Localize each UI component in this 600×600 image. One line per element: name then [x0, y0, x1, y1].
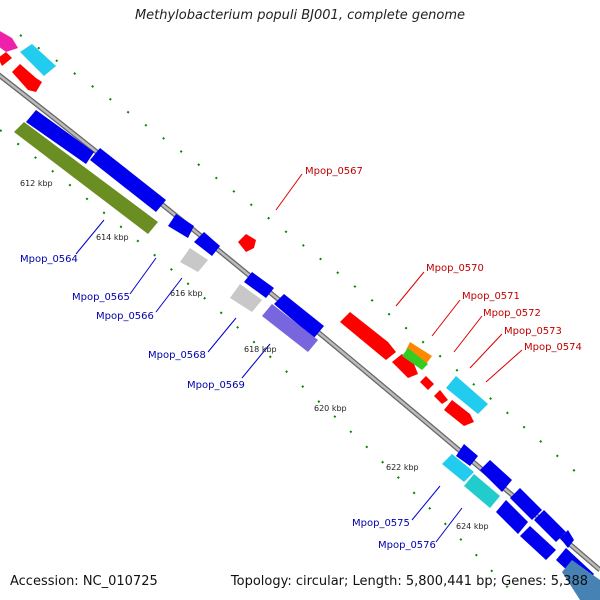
gene-mpop-0570[interactable]	[340, 312, 396, 360]
gene-mpop-0566[interactable]	[180, 248, 208, 272]
tick-622: 622 kbp	[386, 463, 419, 472]
gene-mpop-0568[interactable]	[230, 284, 262, 312]
tick-624: 624 kbp	[456, 522, 489, 531]
gene-steel[interactable]	[562, 560, 600, 600]
gene-blue-a[interactable]	[26, 110, 94, 164]
gene-green[interactable]	[402, 348, 428, 370]
gene-blue-h[interactable]	[510, 488, 542, 520]
gene-red-top-a	[0, 52, 12, 66]
gene-blue-d[interactable]	[244, 272, 274, 298]
tick-labels: 612 kbp 614 kbp 616 kbp 618 kbp 620 kbp …	[20, 179, 489, 531]
label-mpop-0566[interactable]: Mpop_0566	[96, 311, 154, 322]
gene-magenta	[0, 31, 18, 52]
gene-mpop-0565[interactable]	[194, 232, 220, 256]
gene-red-top-b	[12, 64, 42, 92]
label-mpop-0572[interactable]: Mpop_0572	[483, 308, 541, 319]
leader-lines-reverse	[75, 219, 463, 543]
tick-614: 614 kbp	[96, 233, 129, 242]
gene-blue-b[interactable]	[90, 148, 166, 212]
label-mpop-0565[interactable]: Mpop_0565	[72, 292, 130, 303]
label-mpop-0569[interactable]: Mpop_0569	[187, 380, 245, 391]
gene-blue-j[interactable]	[534, 510, 566, 542]
gene-blue-e[interactable]	[274, 294, 324, 338]
gene-mpop-0564[interactable]	[14, 122, 158, 234]
gene-mpop-0567[interactable]	[238, 234, 256, 252]
forward-genes	[0, 31, 488, 426]
accession-text: Accession: NC_010725	[10, 574, 158, 589]
label-mpop-0575[interactable]: Mpop_0575	[352, 518, 410, 529]
gene-mpop-0572[interactable]	[420, 376, 434, 390]
labels-reverse: Mpop_0564 Mpop_0565 Mpop_0566 Mpop_0568 …	[20, 254, 436, 551]
leader-lines-forward	[275, 173, 523, 383]
tick-620: 620 kbp	[314, 404, 347, 413]
gene-mpop-0574[interactable]	[446, 376, 488, 414]
gene-blue-i[interactable]	[496, 500, 528, 534]
tick-ring-outer	[19, 34, 586, 481]
map-title: Methylobacterium populi BJ001, complete …	[134, 8, 466, 23]
label-mpop-0570[interactable]: Mpop_0570	[426, 263, 484, 274]
gene-mpop-0569[interactable]	[262, 304, 318, 352]
gene-mpop-0573[interactable]	[434, 390, 448, 404]
gene-blue-k[interactable]	[520, 526, 556, 560]
tick-612: 612 kbp	[20, 179, 53, 188]
label-mpop-0568[interactable]: Mpop_0568	[148, 350, 206, 361]
label-mpop-0567[interactable]: Mpop_0567	[305, 166, 363, 177]
gene-mpop-0571[interactable]	[406, 342, 432, 364]
label-mpop-0574[interactable]: Mpop_0574	[524, 342, 582, 353]
tick-618: 618 kbp	[244, 345, 277, 354]
label-mpop-0573[interactable]: Mpop_0573	[504, 326, 562, 337]
gene-mpop-0576[interactable]	[464, 474, 500, 508]
gene-blue-f[interactable]	[456, 444, 478, 466]
gene-blue-g[interactable]	[480, 460, 512, 492]
gene-mpop-0575[interactable]	[442, 454, 474, 482]
gene-red-0574b[interactable]	[444, 400, 474, 426]
labels-forward: Mpop_0567 Mpop_0570 Mpop_0571 Mpop_0572 …	[305, 166, 582, 353]
tick-616: 616 kbp	[170, 289, 203, 298]
gene-cyan-top	[20, 44, 56, 76]
tick-ring-inner	[0, 129, 521, 600]
gene-blue-l[interactable]	[560, 530, 574, 548]
label-mpop-0576[interactable]: Mpop_0576	[378, 540, 436, 551]
gene-red-mid[interactable]	[392, 354, 418, 378]
label-mpop-0571[interactable]: Mpop_0571	[462, 291, 520, 302]
reverse-genes	[14, 110, 600, 600]
gene-blue-c[interactable]	[168, 214, 194, 238]
summary-text: Topology: circular; Length: 5,800,441 bp…	[230, 574, 588, 589]
label-mpop-0564[interactable]: Mpop_0564	[20, 254, 78, 265]
